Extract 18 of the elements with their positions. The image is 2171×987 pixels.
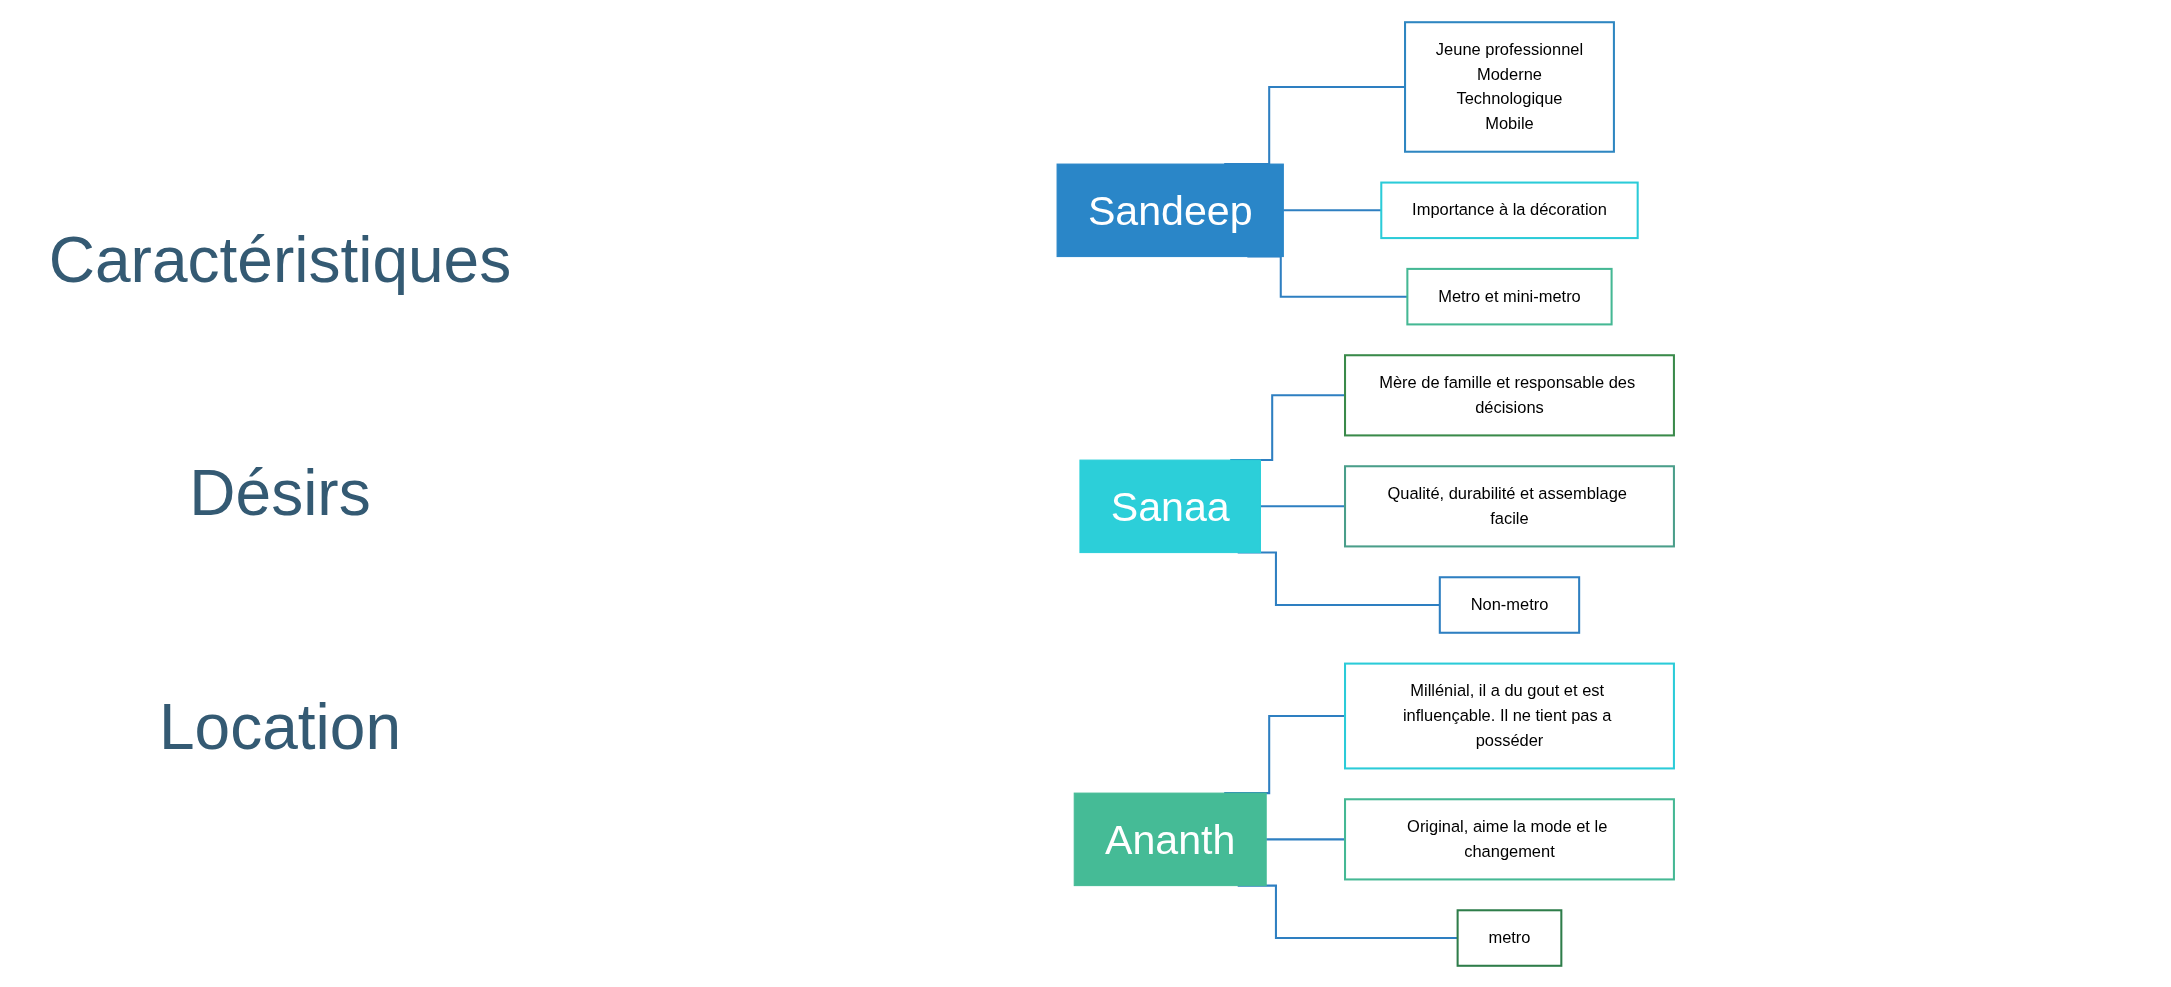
- node-box: Ananth: [1073, 792, 1267, 886]
- node-box: Sanaa: [1079, 459, 1261, 553]
- node-box: Sandeep: [1056, 163, 1284, 257]
- node-box: Mère de famille et responsable des décisions: [1344, 353, 1675, 436]
- row-heading: Caractéristiques: [48, 223, 512, 298]
- row-heading: Désirs: [189, 456, 371, 531]
- connector: [1260, 504, 1345, 507]
- node-box: metro: [1456, 908, 1563, 967]
- connector: [1283, 208, 1382, 211]
- node-box: Original, aime la mode et le changement: [1344, 797, 1675, 880]
- node-box: Qualité, durabilité et assemblage facile: [1344, 464, 1675, 547]
- node-box: Importance à la décoration: [1380, 181, 1639, 239]
- node-box: Jeune professionnel Moderne Technologique Mobile: [1404, 20, 1615, 153]
- node-box: Non-metro: [1438, 575, 1581, 634]
- connector: [1266, 837, 1345, 840]
- node-box: Millénial, il a du gout et est influençable. Il ne tient pas a posséder: [1344, 662, 1675, 769]
- node-box: Metro et mini-metro: [1406, 267, 1613, 325]
- row-heading: Location: [159, 689, 401, 764]
